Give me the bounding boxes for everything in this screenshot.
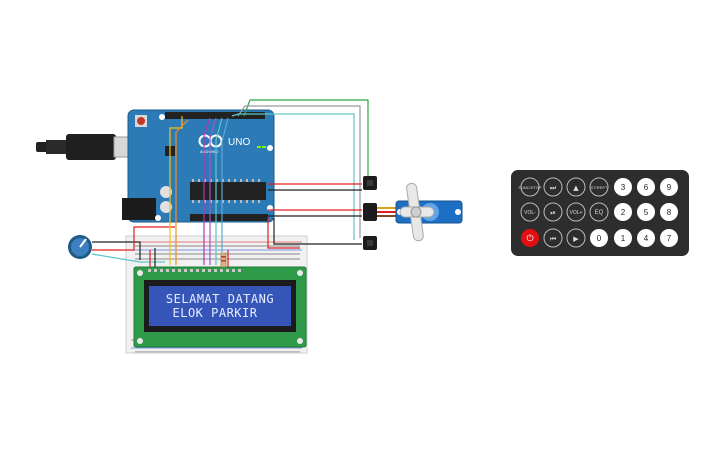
svg-text:7: 7 — [667, 234, 672, 243]
svg-text:1: 1 — [621, 234, 626, 243]
servo-horn-icon — [399, 182, 435, 242]
servo-motor[interactable] — [395, 182, 463, 242]
remote-btn-1[interactable]: 1 — [614, 229, 632, 247]
remote-btn-func-stop[interactable]: FUNC/STOP — [518, 177, 542, 197]
svg-text:2: 2 — [621, 208, 626, 217]
ir-remote[interactable]: FUNC/STOP VOL- ⏻ ⏭ ⏯ ⏮ ▲ VOL+ ▶ ST/REPT … — [511, 170, 689, 256]
svg-text:4: 4 — [644, 234, 649, 243]
lcd-line-1: SELAMAT DATANG — [166, 292, 274, 306]
lcd-module: SELAMAT DATANG ELOK PARKIR — [133, 266, 307, 348]
arduino-brand-label: ARDUINO — [200, 149, 218, 154]
svg-text:⏻: ⏻ — [526, 233, 533, 244]
remote-btn-vol-up[interactable]: VOL+ — [566, 202, 586, 222]
remote-btn-6[interactable]: 6 — [637, 178, 655, 196]
svg-text:5: 5 — [644, 208, 649, 217]
remote-btn-eq[interactable]: EQ — [589, 202, 609, 222]
remote-btn-8[interactable]: 8 — [660, 203, 678, 221]
resistor — [220, 252, 227, 268]
svg-text:⏯: ⏯ — [550, 209, 556, 217]
remote-btn-down[interactable]: ▶ — [566, 228, 586, 248]
remote-btn-up[interactable]: ▲ — [566, 177, 586, 197]
svg-text:VOL-: VOL- — [524, 210, 536, 216]
remote-btn-5[interactable]: 5 — [637, 203, 655, 221]
remote-btn-power[interactable]: ⏻ — [521, 229, 539, 247]
svg-text:VOL+: VOL+ — [570, 210, 583, 216]
remote-btn-0[interactable]: 0 — [590, 229, 608, 247]
svg-text:▲: ▲ — [573, 184, 579, 192]
svg-text:ST/REPT: ST/REPT — [591, 185, 608, 190]
svg-text:⏭: ⏭ — [550, 184, 557, 192]
remote-btn-st-rept[interactable]: ST/REPT — [589, 177, 609, 197]
arduino-uno-board[interactable]: UNO ARDUINO — [122, 109, 275, 223]
arduino-model-label: UNO — [228, 137, 250, 148]
svg-text:EQ: EQ — [595, 210, 604, 216]
servo-connector — [363, 203, 400, 221]
sensor-connector-top — [363, 176, 377, 190]
remote-btn-2[interactable]: 2 — [614, 203, 632, 221]
remote-btn-play-pause[interactable]: ⏯ — [543, 202, 563, 222]
lcd-line-2: ELOK PARKIR — [173, 306, 258, 320]
remote-btn-7[interactable]: 7 — [660, 229, 678, 247]
remote-btn-vol-down[interactable]: VOL- — [520, 202, 540, 222]
remote-btn-4[interactable]: 4 — [637, 229, 655, 247]
svg-text:3: 3 — [621, 183, 626, 192]
remote-btn-next[interactable]: ⏭ — [543, 177, 563, 197]
wires — [91, 99, 369, 267]
svg-text:9: 9 — [667, 183, 672, 192]
svg-text:0: 0 — [597, 234, 602, 243]
remote-btn-prev[interactable]: ⏮ — [543, 228, 563, 248]
remote-btn-9[interactable]: 9 — [660, 178, 678, 196]
remote-btn-3[interactable]: 3 — [614, 178, 632, 196]
lcd-screen — [149, 286, 291, 326]
sensor-connector-bottom — [363, 236, 377, 250]
svg-text:8: 8 — [667, 208, 672, 217]
svg-text:⏮: ⏮ — [550, 235, 556, 243]
potentiometer[interactable] — [68, 235, 92, 259]
svg-text:▶: ▶ — [573, 235, 579, 243]
svg-text:6: 6 — [644, 183, 649, 192]
svg-text:FUNC/STOP: FUNC/STOP — [518, 185, 541, 190]
